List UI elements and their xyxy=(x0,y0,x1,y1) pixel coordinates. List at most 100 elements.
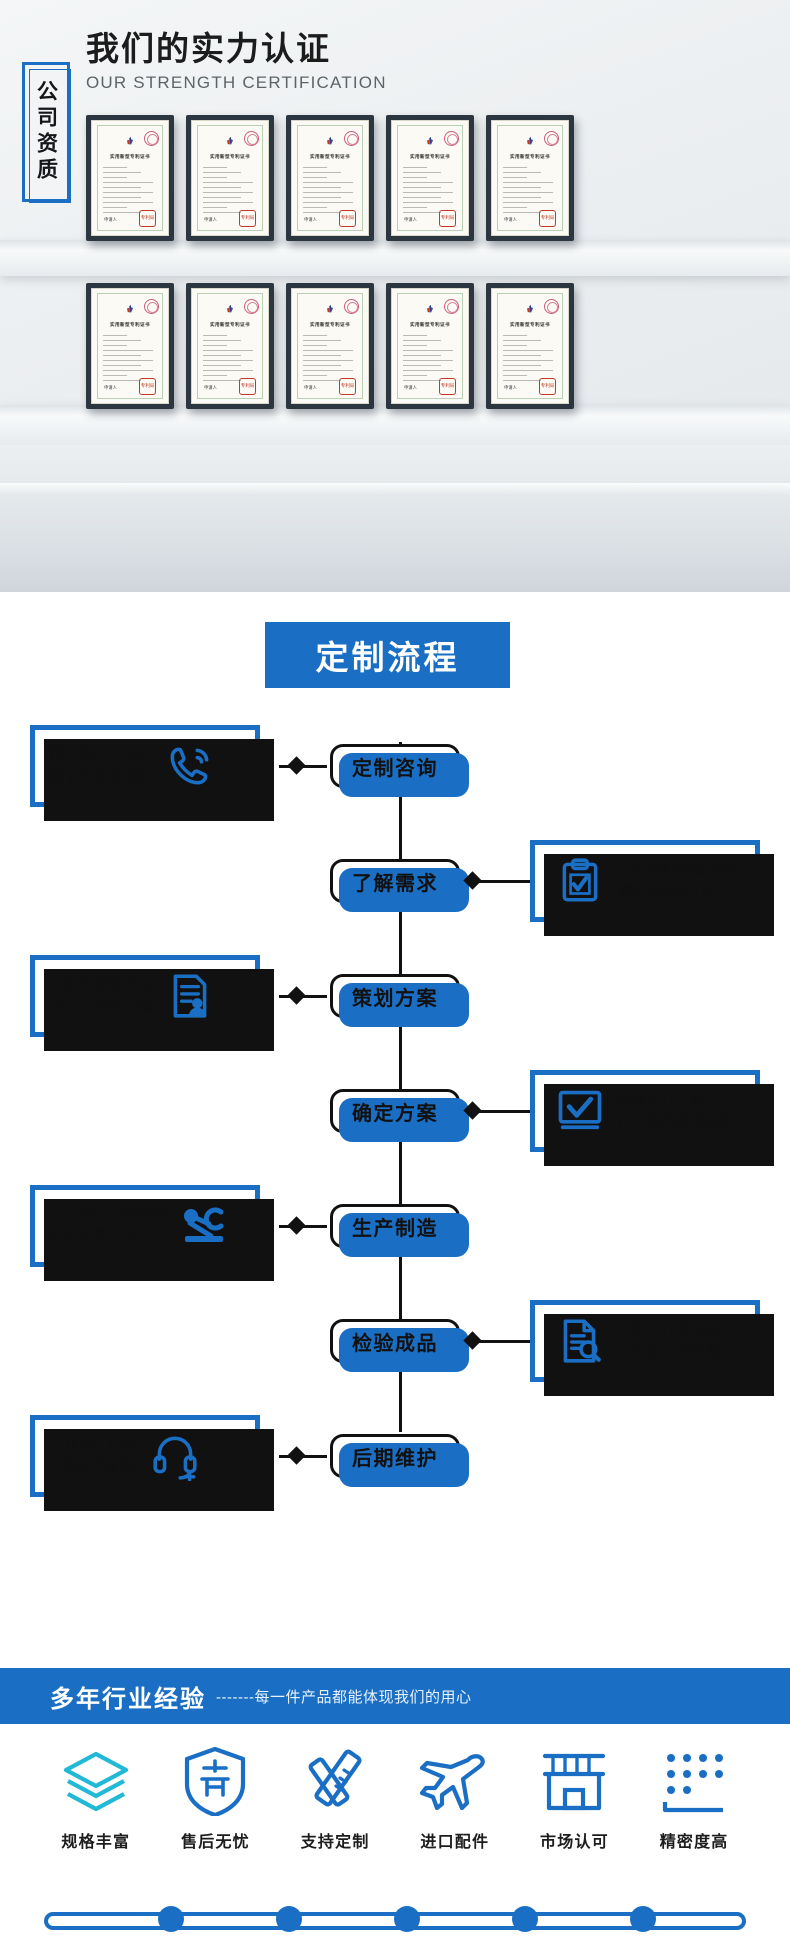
feature-label: 市场认可 xyxy=(540,1834,609,1851)
feature-item: 售后无忧 xyxy=(161,1744,269,1852)
certificate-round-stamp-icon xyxy=(244,299,259,314)
experience-banner: 多年行业经验 -------每一件产品都能体现我们的用心 xyxy=(0,1668,790,1724)
certificate-round-stamp-icon xyxy=(344,131,359,146)
flow-step-生产制造[interactable]: 生产制造 xyxy=(330,1204,469,1257)
certificate-round-stamp-icon xyxy=(444,299,459,314)
flow-note-text: 专业售后团队 为您保驾护航 xyxy=(49,1436,138,1475)
dot-grid-icon xyxy=(659,1744,729,1816)
patent-office-logo-icon xyxy=(327,136,333,145)
patent-office-logo-icon xyxy=(527,304,533,313)
certificate-paper: 实用新型专利证书 申请人 专利局 xyxy=(491,288,569,404)
certificate-title: 实用新型专利证书 xyxy=(310,154,350,159)
certificate-red-seal-icon: 专利局 xyxy=(339,378,356,395)
patent-office-logo-icon xyxy=(427,136,433,145)
flow-step-确定方案[interactable]: 确定方案 xyxy=(330,1089,469,1142)
flow-note-检验成品: 十余年行业品质 工程师专业检测 xyxy=(530,1300,774,1396)
certificate-red-seal-icon: 专利局 xyxy=(439,210,456,227)
certification-heading: 我们的实力认证 OUR STRENGTH CERTIFICATION xyxy=(86,28,387,93)
certificate-round-stamp-icon xyxy=(144,299,159,314)
certificate-signature: 申请人 xyxy=(104,217,117,222)
certificate-ornament-border xyxy=(497,125,563,231)
flow-step-检验成品[interactable]: 检验成品 xyxy=(330,1319,469,1372)
certificate-ornament-border xyxy=(297,293,363,399)
experience-section: 多年行业经验 -------每一件产品都能体现我们的用心 规格丰富 售后无忧 支… xyxy=(0,1640,790,1943)
certificate-paper: 实用新型专利证书 申请人 专利局 xyxy=(191,120,269,236)
certificate-red-seal-icon: 专利局 xyxy=(339,210,356,227)
certificate-red-seal-icon: 专利局 xyxy=(139,210,156,227)
airplane-icon xyxy=(419,1744,491,1816)
certificate-ornament-border xyxy=(97,125,163,231)
flow-connector xyxy=(476,1110,530,1113)
flow-step-了解需求[interactable]: 了解需求 xyxy=(330,859,469,912)
storefront-icon xyxy=(539,1744,609,1816)
track-dot xyxy=(512,1906,538,1932)
certificate-title: 实用新型专利证书 xyxy=(110,154,150,159)
certificate-body-lines xyxy=(303,167,357,217)
flow-connector xyxy=(476,880,530,883)
certificate-paper: 实用新型专利证书 申请人 专利局 xyxy=(391,288,469,404)
certificate-title: 实用新型专利证书 xyxy=(210,322,250,327)
flow-step-后期维护[interactable]: 后期维护 xyxy=(330,1434,469,1487)
document-user-icon xyxy=(159,971,221,1021)
certificate-body-lines xyxy=(403,167,457,217)
certificate-body-lines xyxy=(103,167,157,217)
flow-step-策划方案[interactable]: 策划方案 xyxy=(330,974,469,1027)
certificate-ornament-border xyxy=(397,293,463,399)
certificate-red-seal-icon: 专利局 xyxy=(439,378,456,395)
certificate-body-lines xyxy=(203,335,257,385)
certificate-frame: 实用新型专利证书 申请人 专利局 xyxy=(186,115,274,241)
company-qualification-label: 公司资质 xyxy=(34,80,58,184)
flow-connector-diamond-icon xyxy=(287,986,306,1005)
flow-note-确定方案: 查看设计方案是否 符合您的需求标准 xyxy=(530,1070,774,1166)
shelf-lower xyxy=(0,405,790,445)
certificate-body-lines xyxy=(103,335,157,385)
flow-note-text: 查看设计方案是否 符合您的需求标准 xyxy=(617,1091,736,1130)
certificate-ornament-border xyxy=(197,125,263,231)
certificate-red-seal-icon: 专利局 xyxy=(239,378,256,395)
certificate-title: 实用新型专利证书 xyxy=(310,322,350,327)
page-subtitle: OUR STRENGTH CERTIFICATION xyxy=(86,73,387,93)
certificate-ornament-border xyxy=(197,293,263,399)
certificate-ornament-border xyxy=(97,293,163,399)
document-search-icon xyxy=(549,1316,611,1366)
flow-connector-diamond-icon xyxy=(287,1446,306,1465)
patent-office-logo-icon xyxy=(127,304,133,313)
monitor-check-icon xyxy=(549,1085,611,1137)
flow-step-定制咨询[interactable]: 定制咨询 xyxy=(330,744,469,797)
flow-spine-line xyxy=(399,742,402,1432)
certificate-title: 实用新型专利证书 xyxy=(110,322,150,327)
certificate-frame: 实用新型专利证书 申请人 专利局 xyxy=(86,283,174,409)
certificate-signature: 申请人 xyxy=(504,217,517,222)
patent-office-logo-icon xyxy=(227,136,233,145)
flow-note-后期维护: 专业售后团队 为您保驾护航 xyxy=(30,1415,274,1511)
flow-connector xyxy=(476,1340,530,1343)
certificate-body-lines xyxy=(503,335,557,385)
floor-surface xyxy=(0,445,790,592)
clipboard-check-icon xyxy=(549,856,611,906)
experience-headline: 多年行业经验 xyxy=(50,1685,206,1713)
patent-office-logo-icon xyxy=(327,304,333,313)
certificate-signature: 申请人 xyxy=(404,385,417,390)
feature-label: 售后无忧 xyxy=(181,1834,250,1851)
shield-sale-icon xyxy=(182,1744,248,1816)
certificate-frame: 实用新型专利证书 申请人 专利局 xyxy=(286,115,374,241)
certificate-frame: 实用新型专利证书 申请人 专利局 xyxy=(386,283,474,409)
patent-office-logo-icon xyxy=(527,136,533,145)
feature-item: 规格丰富 xyxy=(42,1744,150,1852)
certificate-title: 实用新型专利证书 xyxy=(410,322,450,327)
layers-icon xyxy=(60,1744,132,1816)
flow-note-text: 在合理生产时间内 保质保量完成生产 xyxy=(49,1206,168,1245)
certificate-paper: 实用新型专利证书 申请人 专利局 xyxy=(91,288,169,404)
flow-connector-diamond-icon xyxy=(287,1216,306,1235)
certificate-signature: 申请人 xyxy=(204,385,217,390)
certification-section: 我们的实力认证 OUR STRENGTH CERTIFICATION 公司资质 … xyxy=(0,0,790,592)
certificate-frame: 实用新型专利证书 申请人 专利局 xyxy=(386,115,474,241)
track-dot xyxy=(276,1906,302,1932)
page-title: 我们的实力认证 xyxy=(86,30,331,67)
process-flow-section: 定制流程 定制咨询 您只需一个电话 剩下的交给我们 了解需求 告诉我们您需要的 … xyxy=(0,592,790,1640)
certificate-signature: 申请人 xyxy=(104,385,117,390)
certificate-paper: 实用新型专利证书 申请人 专利局 xyxy=(91,120,169,236)
patent-office-logo-icon xyxy=(127,136,133,145)
track-dot xyxy=(158,1906,184,1932)
certificate-frame: 实用新型专利证书 申请人 专利局 xyxy=(486,283,574,409)
